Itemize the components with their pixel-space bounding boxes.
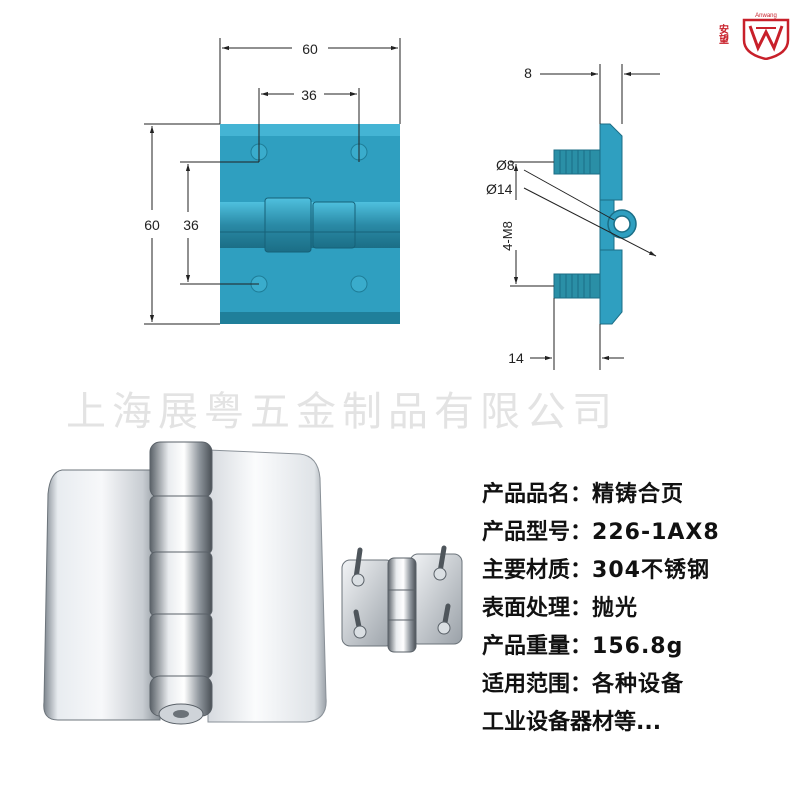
spec-row: 产品重量：156.8g: [482, 628, 794, 666]
spec-value: 精铸合页: [592, 482, 685, 507]
technical-drawing: 60 36 60 36: [144, 38, 660, 370]
vertical-hole-spacing-label: 36: [183, 217, 199, 233]
spec-label: 表面处理：: [482, 596, 593, 621]
spec-row: 表面处理：抛光: [482, 590, 794, 628]
spec-label: 适用范围：: [482, 672, 593, 697]
hole-spacing-label: 36: [301, 87, 317, 103]
spec-footer: 工业设备器材等...: [482, 710, 662, 735]
width-dimension-label: 60: [302, 41, 318, 57]
crown-mark-icon: [748, 25, 784, 52]
bolt-bottom: [553, 273, 601, 299]
spec-row: 产品品名：精铸合页: [482, 476, 794, 514]
knuckle-diameter-label: Ø14: [486, 181, 513, 197]
bolt-length-label: 14: [508, 350, 524, 366]
bolt-top: [553, 149, 601, 175]
spec-label: 产品重量：: [482, 634, 593, 659]
front-view-dimensions: [144, 38, 401, 325]
brand-name-cn: 安望: [718, 23, 729, 44]
spec-value: 各种设备: [592, 672, 685, 697]
spec-label: 主要材质：: [482, 558, 593, 583]
spec-value: 156.8g: [592, 634, 684, 659]
front-view-hinge: [220, 124, 400, 324]
company-watermark: 上海展粤五金制品有限公司: [66, 389, 618, 435]
brand-name-en: Anwang: [755, 13, 777, 19]
brand-logo: 安望 Anwang: [718, 13, 790, 60]
spec-label: 产品品名：: [482, 482, 593, 507]
side-view-hinge: [553, 123, 637, 325]
bolt-spec-label: 4-M8: [500, 221, 515, 251]
shield-icon: [742, 18, 790, 60]
thickness-label: 8: [524, 65, 532, 81]
spec-row: 主要材质：304不锈钢: [482, 552, 794, 590]
spec-row: 产品型号：226-1AX8: [482, 514, 794, 552]
large-polished-hinge-photo: [43, 441, 327, 725]
spec-value: 抛光: [592, 596, 639, 621]
pin-diameter-label: Ø8: [496, 157, 515, 173]
spec-label: 产品型号：: [482, 520, 593, 545]
spec-value: 304不锈钢: [592, 558, 710, 583]
side-view-dimensions: [510, 64, 660, 370]
spec-row: 适用范围：各种设备: [482, 666, 794, 704]
product-photos: [43, 441, 463, 725]
spec-value: 226-1AX8: [592, 520, 720, 545]
height-dimension-label: 60: [144, 217, 160, 233]
small-hinge-with-studs-photo: [341, 545, 463, 653]
